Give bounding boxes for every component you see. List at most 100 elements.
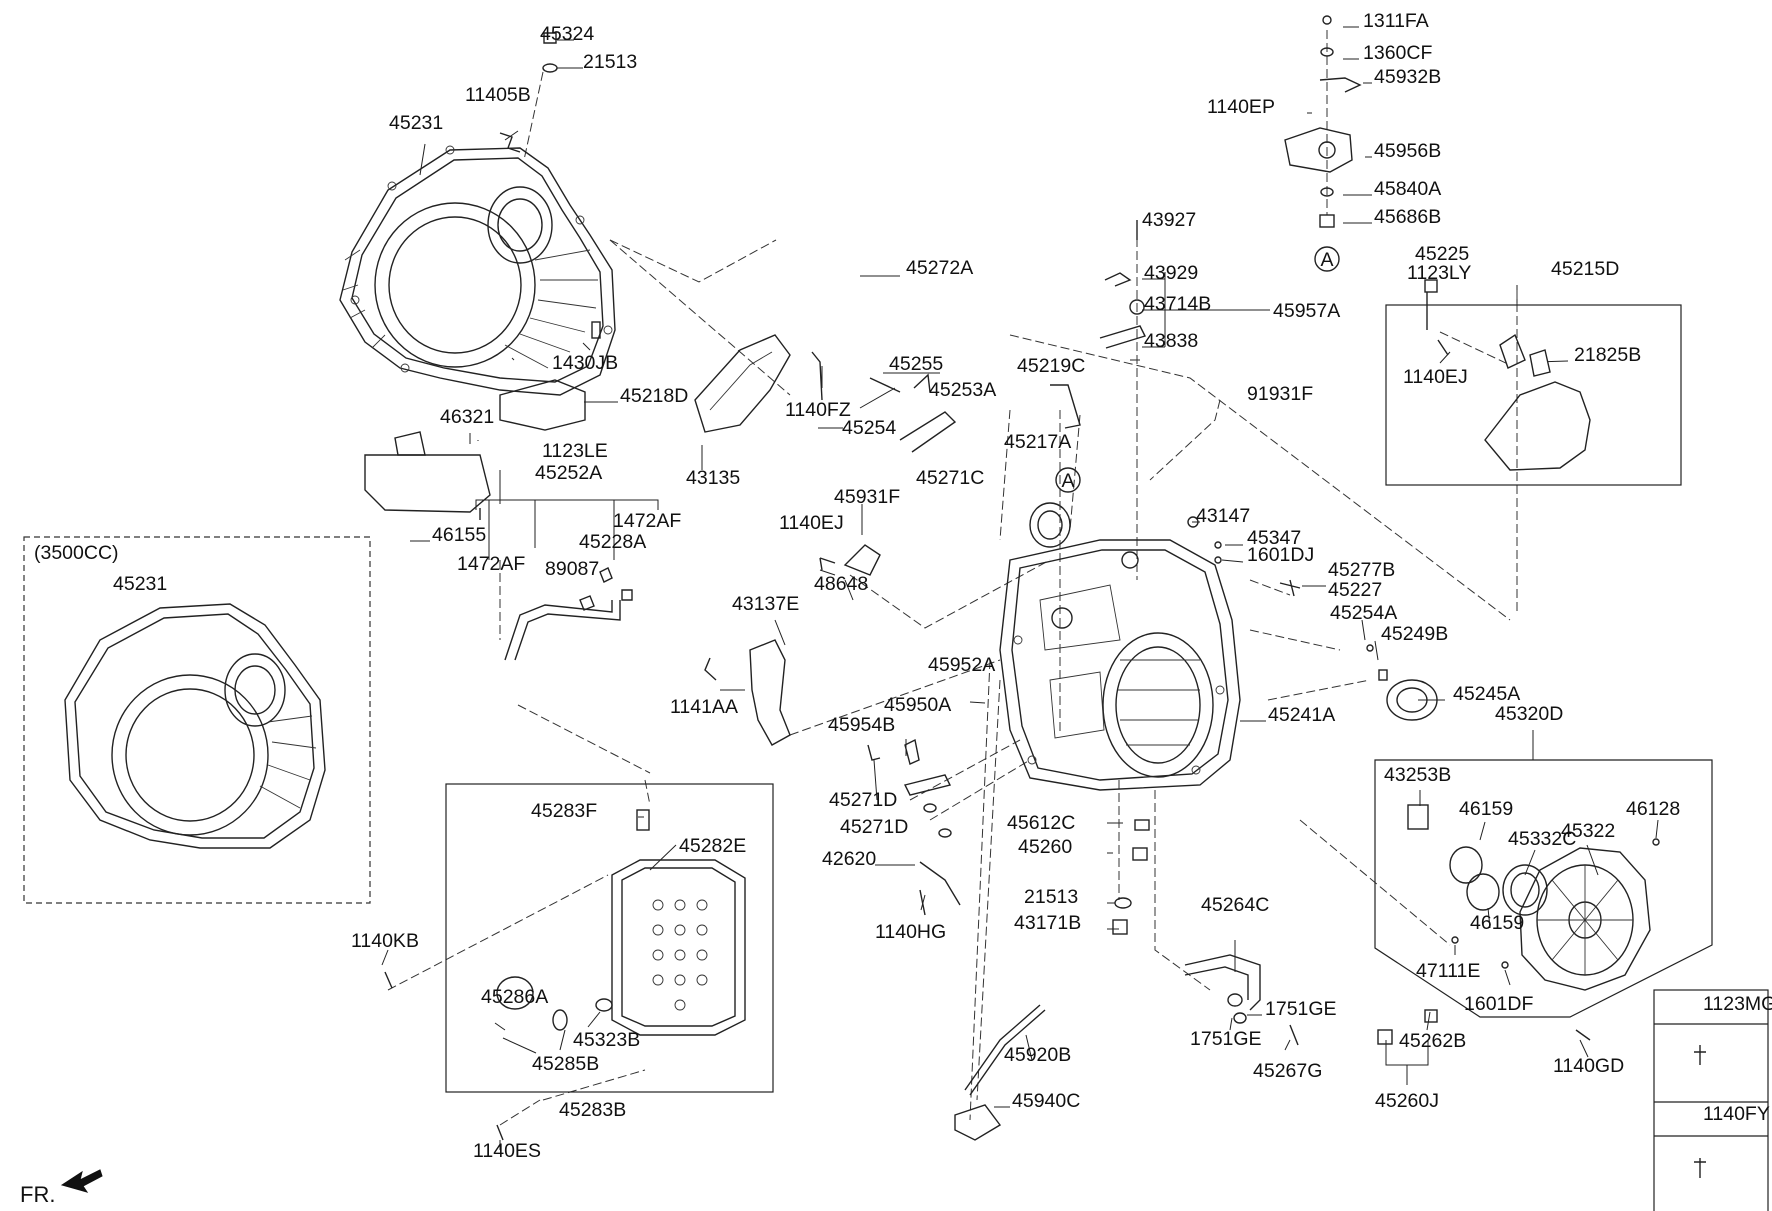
callout-a-text: A <box>1320 249 1333 271</box>
torque-converter-housing <box>339 145 616 396</box>
part-number-label: 45920B <box>1004 1044 1071 1066</box>
part-number-label: 1140KB <box>351 930 419 952</box>
part-number-label: 45260J <box>1375 1090 1439 1112</box>
front-arrow-icon <box>60 1169 103 1193</box>
part-number-label: 45252A <box>535 462 602 484</box>
callout-a-text: A <box>1061 470 1074 492</box>
part-number-label: 45324 <box>540 23 594 45</box>
part-number-label: 45219C <box>1017 355 1085 377</box>
part-number-label: 47111E <box>1416 960 1480 982</box>
part-number-label: 1311FA <box>1363 10 1429 32</box>
part-number-label: 1140ES <box>473 1140 541 1162</box>
part-number-label: 1140EJ <box>1403 366 1468 388</box>
part-number-label: 45249B <box>1381 623 1448 645</box>
part-number-label: 45332C <box>1508 828 1576 850</box>
part-number-label: 45254A <box>1330 602 1397 624</box>
part-number-label: 45323B <box>573 1029 640 1051</box>
bracket-45218d <box>499 379 586 431</box>
part-number-label: 1751GE <box>1265 998 1337 1020</box>
baffle-plate <box>749 639 791 746</box>
part-number-label: 1472AF <box>457 553 525 575</box>
part-number-label: 21513 <box>583 51 637 73</box>
part-number-label: 21825B <box>1574 344 1641 366</box>
part-number-label: 1140HG <box>875 921 946 943</box>
cooler-pipe <box>1184 954 1261 1011</box>
part-number-label: 1123LY <box>1407 262 1471 284</box>
part-number-label: 45254 <box>842 417 896 439</box>
3500cc-variant-box <box>23 536 371 904</box>
part-number-label: 1140GD <box>1553 1055 1624 1077</box>
part-number-label: 45950A <box>884 694 951 716</box>
part-number-label: 46128 <box>1626 798 1680 820</box>
part-number-label: 89087 <box>545 558 599 580</box>
leader-lines <box>381 26 1659 1150</box>
part-number-label: 43137E <box>732 593 799 615</box>
part-number-label: 45262B <box>1399 1030 1466 1052</box>
part-number-label: 45264C <box>1201 894 1269 916</box>
part-number-label: 91931F <box>1247 383 1313 405</box>
part-number-label: 45322 <box>1561 820 1615 842</box>
callout-a-case: A <box>1055 467 1081 493</box>
part-number-label: 45612C <box>1007 812 1075 834</box>
part-number-label: 45932B <box>1374 66 1441 88</box>
part-number-label: 45286A <box>481 986 548 1008</box>
part-number-label: 11405B <box>465 84 531 106</box>
inhibitor-switch <box>1284 15 1362 228</box>
part-number-label: 46321 <box>440 406 494 428</box>
45215d-bracket-box <box>1385 304 1682 486</box>
part-number-label: 43135 <box>686 467 740 489</box>
part-number-label: 45271D <box>840 816 908 838</box>
part-number-label: 45218D <box>620 385 688 407</box>
part-number-label: 45217A <box>1004 431 1071 453</box>
3500cc-converter-housing <box>64 603 326 849</box>
part-number-label: 1140FZ <box>785 399 851 421</box>
part-number-label: 43714B <box>1144 293 1211 315</box>
part-number-label: 45282E <box>679 835 746 857</box>
part-number-label: 1430JB <box>552 352 618 374</box>
part-number-label: 43927 <box>1142 209 1196 231</box>
oil-pan <box>611 859 746 1036</box>
group-boxes <box>23 304 1769 1211</box>
small-parts <box>384 32 1706 1178</box>
part-number-label: 45225 <box>1415 243 1469 265</box>
heat-shield <box>694 334 791 433</box>
part-number-label: 1140EP <box>1207 96 1275 118</box>
part-number-label: 45231 <box>389 112 443 134</box>
part-number-label: 1141AA <box>670 696 738 718</box>
part-number-label: 42620 <box>822 848 876 870</box>
part-number-label: 45228A <box>579 531 646 553</box>
part-number-label: 1123LE <box>542 440 608 462</box>
side-cover <box>1519 847 1651 991</box>
part-number-label: 45253A <box>929 379 996 401</box>
part-number-label: 45267G <box>1253 1060 1322 1082</box>
part-number-label: 45320D <box>1495 703 1563 725</box>
oil-filter-kit-box <box>445 783 774 1093</box>
part-number-label: 45255 <box>889 353 943 375</box>
part-number-label: 45260 <box>1018 836 1072 858</box>
part-number-label: 43171B <box>1014 912 1081 934</box>
part-number-label: 45956B <box>1374 140 1441 162</box>
part-number-label: 45227 <box>1328 579 1382 601</box>
part-number-label: 45283B <box>559 1099 626 1121</box>
45320d-cover-box <box>1374 759 1713 1018</box>
transaxle-case <box>999 539 1241 791</box>
callout-a-top: A <box>1314 246 1340 272</box>
part-number-label: 43838 <box>1144 330 1198 352</box>
part-number-label: 45283F <box>531 800 597 822</box>
part-number-label: 45215D <box>1551 258 1619 280</box>
part-number-label: 46155 <box>432 524 486 546</box>
part-number-label: 45931F <box>834 486 900 508</box>
legend-box <box>1653 989 1769 1211</box>
part-number-label: 45245A <box>1453 683 1520 705</box>
mount-bracket <box>1484 333 1591 471</box>
fr-label: FR. <box>20 1182 55 1207</box>
part-number-label: 45272A <box>906 257 973 279</box>
part-number-label: 45954B <box>828 714 895 736</box>
breather-hose <box>504 600 621 661</box>
part-number-label: 1123MG <box>1703 993 1772 1015</box>
oil-strainer <box>364 431 491 513</box>
part-number-label: 45231 <box>113 573 167 595</box>
part-number-label: 45347 <box>1247 527 1301 549</box>
